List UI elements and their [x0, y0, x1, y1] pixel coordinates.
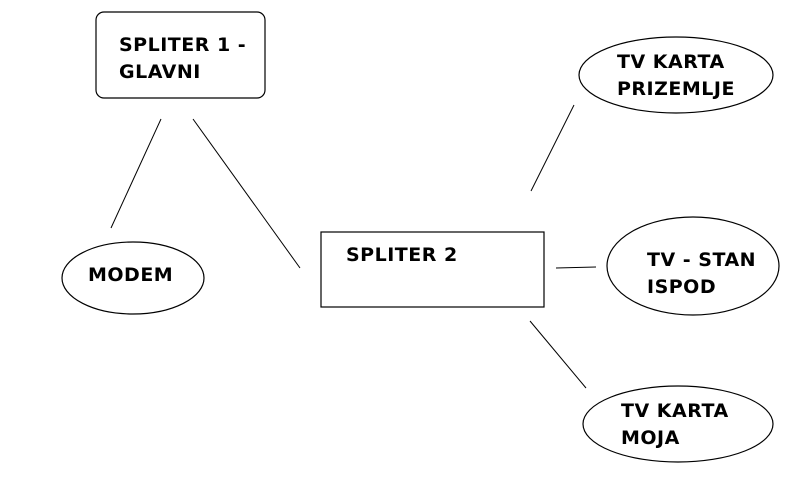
- tv-prizemlje-ellipse: [578, 36, 774, 114]
- connector-spliter1-spliter2: [192, 118, 301, 269]
- connector-spliter2-tv-moja: [529, 320, 587, 389]
- connector-spliter1-modem: [110, 118, 162, 229]
- connector-spliter2-tv-prizemlje: [530, 104, 575, 192]
- spliter1-label-line1: SPLITER 1 -: [119, 34, 247, 56]
- spliter1-label: SPLITER 1 - GLAVNI: [119, 32, 246, 86]
- tv-stan-ispod-label: TV - STAN ISPOD: [647, 247, 756, 301]
- spliter1-label-line2: GLAVNI: [119, 61, 201, 83]
- tv-moja-ellipse: [582, 385, 774, 463]
- spliter2-label: SPLITER 2: [346, 242, 458, 269]
- tv-stan-ispod-ellipse: [606, 216, 780, 316]
- spliter2-label-line1: SPLITER 2: [346, 244, 458, 266]
- spliter1-box: [95, 11, 266, 99]
- tv-moja-label-line2: MOJA: [621, 427, 680, 449]
- tv-moja-label: TV KARTA MOJA: [621, 398, 729, 452]
- tv-prizemlje-label: TV KARTA PRIZEMLJE: [617, 49, 735, 103]
- tv-stan-ispod-label-line2: ISPOD: [647, 276, 717, 298]
- modem-label-line1: MODEM: [88, 264, 174, 286]
- tv-prizemlje-label-line1: TV KARTA: [617, 51, 725, 73]
- modem-label: MODEM: [88, 262, 173, 289]
- tv-moja-label-line1: TV KARTA: [621, 400, 729, 422]
- tv-prizemlje-label-line2: PRIZEMLJE: [617, 78, 735, 100]
- connector-spliter2-tv-stan-ispod: [555, 266, 597, 269]
- modem-ellipse: [61, 241, 205, 315]
- spliter2-box: [320, 231, 545, 308]
- tv-stan-ispod-label-line1: TV - STAN: [647, 249, 757, 271]
